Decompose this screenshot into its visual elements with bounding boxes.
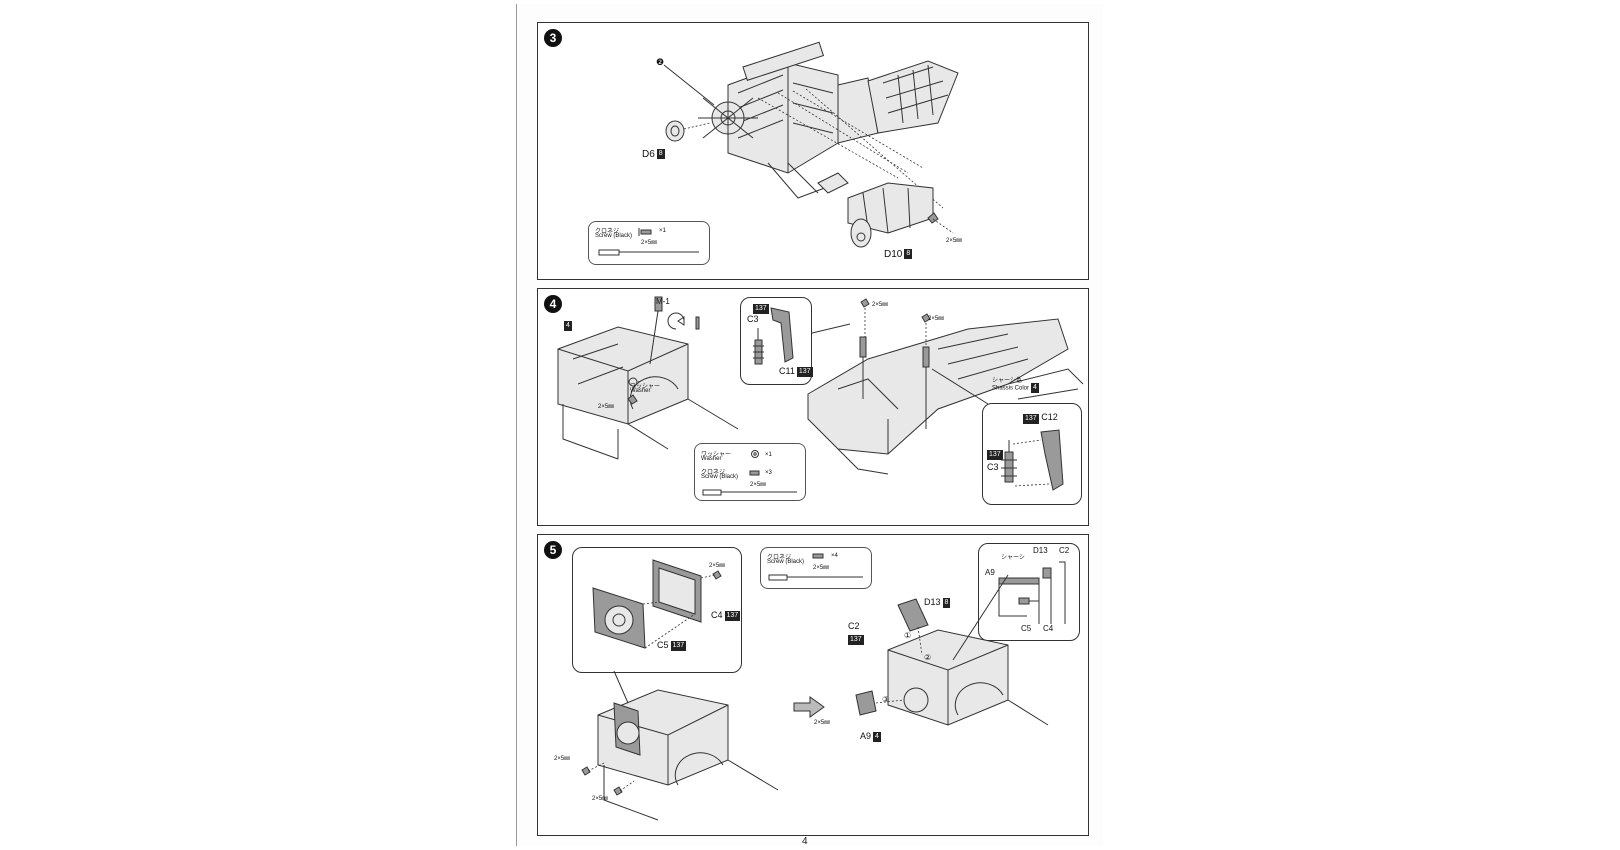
detail-drawing [998,561,1066,624]
screw-size-right: 2×5㎜ [814,720,831,726]
screw-size-left2: 2×5㎜ [592,796,609,802]
step-5-parts-box: クロネジ Screw (Black) ×4 2×5㎜ [760,547,872,589]
engine-assembly-drawing [663,41,959,248]
chassis-color-jp: シャーシ色 [992,378,1022,384]
screw-icon [768,553,863,581]
inset2-c3-label: C3 [987,462,999,472]
marker-1: ① [904,631,912,640]
inset-screw-size: 2×5㎜ [709,563,726,569]
instruction-page: 3 [516,4,1103,847]
screw-jp-label: クロネジ [595,229,620,235]
detail-c2: C2 [1059,546,1070,555]
step-4-drawing [557,296,1084,475]
screw-size-a: 2×5㎜ [872,302,889,308]
step-3-screw-size: 2×5㎜ [946,238,963,244]
m1-label: M-1 [656,297,670,306]
step-3-parts-box: クロネジ Screw (Black) ×1 2×5㎜ [588,221,710,265]
shock-bracket-drawing [1001,429,1064,491]
washer-en-label: Washer [630,388,651,394]
inset1-tag: 137 [753,304,769,314]
screw-icon [598,228,699,256]
screw-en: Screw (Black) [767,559,805,565]
washer-jp: ワッシャー [701,452,732,458]
detail-c5: C5 [1021,624,1032,633]
page-number: 4 [802,836,808,847]
shock-absorber-drawing [753,307,794,365]
washer-qty: ×1 [765,452,772,458]
washer-en: Washer [701,456,722,462]
screw-qty: ×1 [659,228,666,234]
c2-tag: 137 [848,635,864,645]
c2-label: C2 [848,621,860,631]
chassis-tag: 4 [1031,383,1039,393]
step-3-number: 3 [544,29,562,47]
screw-jp: クロネジ [767,555,792,561]
screw-size: 2×5㎜ [641,240,658,246]
detail-d13: D13 [1033,546,1048,555]
inset2-c3-tag: 137 [987,450,1003,460]
c3-label: C3 [747,314,759,324]
step-5-number: 5 [544,541,562,559]
screw-size-left1: 2×5㎜ [554,756,571,762]
step-4-panel: 4 [537,288,1089,526]
c12-label: 137 C12 [1023,412,1058,424]
screw-size: 2×5㎜ [813,565,830,571]
screw-jp: クロネジ [701,470,726,476]
inset-shock-c12: 137 C12 137 C3 [982,403,1082,505]
step-5-drawing [581,574,1049,821]
screw-size: 2×5㎜ [750,482,767,488]
marker-3: ③ [882,695,890,704]
screw-en-label: Screw (Black) [595,233,633,239]
screw-size-b: 2×5㎜ [928,316,945,322]
detail-chassis-label: シャーシ [1001,555,1025,561]
part-d10-tag: 8 [904,249,913,260]
screw-qty: ×4 [831,553,838,559]
tag-4: 4 [564,321,572,331]
step-3-marker: ❷ [656,57,665,67]
part-d6-tag: 8 [656,149,665,160]
screw-en: Screw (Black) [701,474,739,480]
step-4-parts-box: ワッシャー Washer クロネジ Screw (Black) ×1 ×3 2×… [694,443,806,501]
marker-2: ② [924,653,932,662]
screw-qty: ×3 [765,470,772,476]
step-3-panel: 3 [537,22,1089,280]
detail-a9: A9 [985,568,995,577]
step-4-screw-size: 2×5㎜ [598,404,615,410]
step-4-number: 4 [544,295,562,313]
detail-c4: C4 [1043,624,1054,633]
washer-jp-label: ワッシャー [630,384,661,390]
washer-screw-icons [702,450,797,496]
detail-cross-section: シャーシ D13 C2 A9 C5 C4 [978,543,1080,641]
radiator-drawing [592,559,722,649]
